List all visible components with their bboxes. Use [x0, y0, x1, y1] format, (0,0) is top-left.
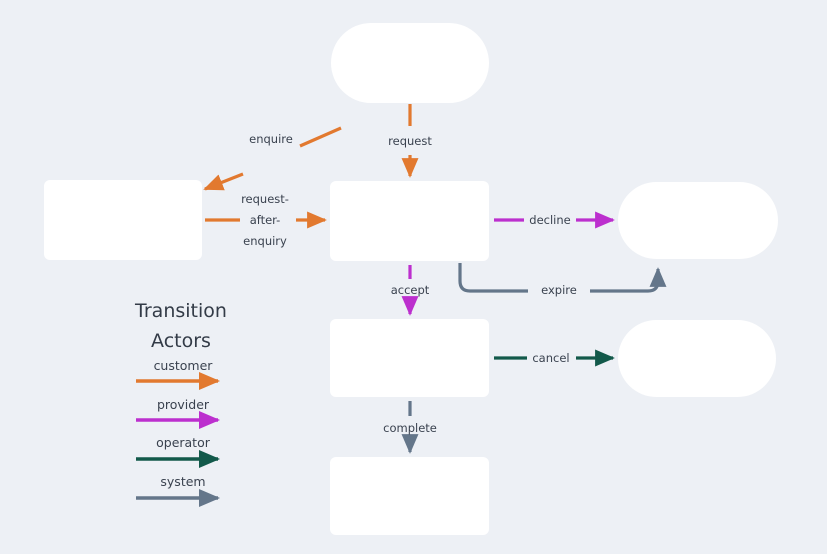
edge-request-after-enquiry-label-line: enquiry: [243, 234, 287, 248]
edge-enquire-arrowhead-line: [203, 172, 244, 191]
node-left-box[interactable]: [44, 180, 202, 260]
legend-item-system-label: system: [160, 474, 205, 489]
node-middle-box-requested-shape: [330, 181, 489, 261]
edge-enquire-label-line: enquire: [249, 132, 293, 146]
edge-expire-label: expire: [541, 283, 577, 297]
edge-expire-arrowhead-line: [590, 267, 667, 293]
edge-expire-line: [458, 263, 528, 293]
legend-title-line: Actors: [151, 330, 211, 352]
node-middle-box-accepted[interactable]: [330, 319, 489, 397]
edge-decline-label-line: decline: [529, 213, 570, 227]
node-bottom-box-completed[interactable]: [330, 457, 489, 535]
edge-cancel-label: cancel: [532, 351, 569, 365]
edge-request-after-enquiry-label: request-after-enquiry: [241, 192, 289, 248]
edge-decline-label: decline: [529, 213, 570, 227]
node-top-stadium[interactable]: [331, 23, 489, 103]
node-right-stadium-declined-shape: [618, 182, 778, 259]
node-middle-box-accepted-shape: [330, 319, 489, 397]
edge-complete-label: complete: [383, 421, 437, 435]
edge-request-label: request: [388, 134, 432, 148]
legend-item-customer: customer: [136, 358, 221, 391]
edge-request-after-enquiry-label-line: request-: [241, 192, 289, 206]
node-left-box-shape: [44, 180, 202, 260]
node-right-stadium-cancelled-shape: [618, 320, 776, 397]
edge-accept-label: accept: [391, 283, 430, 297]
edge-enquire[interactable]: [203, 126, 342, 191]
legend-item-operator: operator: [136, 435, 221, 469]
node-bottom-box-completed-shape: [330, 457, 489, 535]
edge-labels-layer: enquire request request-after-enquiry decli…: [241, 132, 577, 435]
edges-layer: [203, 104, 667, 454]
edge-request-label-line: request: [388, 134, 432, 148]
node-right-stadium-declined[interactable]: [618, 182, 778, 259]
node-right-stadium-cancelled[interactable]: [618, 320, 776, 397]
edge-accept-label-line: accept: [391, 283, 430, 297]
node-middle-box-requested[interactable]: [330, 181, 489, 261]
legend-item-customer-label: customer: [154, 358, 214, 373]
legend-item-operator-label: operator: [156, 435, 211, 450]
legend-item-provider: provider: [136, 397, 221, 430]
legend-item-system: system: [136, 474, 221, 508]
edge-complete-label-line: complete: [383, 421, 437, 435]
legend-item-provider-label: provider: [157, 397, 210, 412]
edge-expire[interactable]: [458, 263, 667, 293]
edge-enquire-line: [299, 126, 342, 148]
node-top-stadium-shape: [331, 23, 489, 103]
edge-request-after-enquiry-label-line: after-: [250, 213, 281, 227]
edge-expire-label-line: expire: [541, 283, 577, 297]
nodes-layer: [44, 23, 778, 535]
legend-title-line: Transition: [134, 300, 227, 322]
edge-cancel-label-line: cancel: [532, 351, 569, 365]
edge-enquire-label: enquire: [249, 132, 293, 146]
